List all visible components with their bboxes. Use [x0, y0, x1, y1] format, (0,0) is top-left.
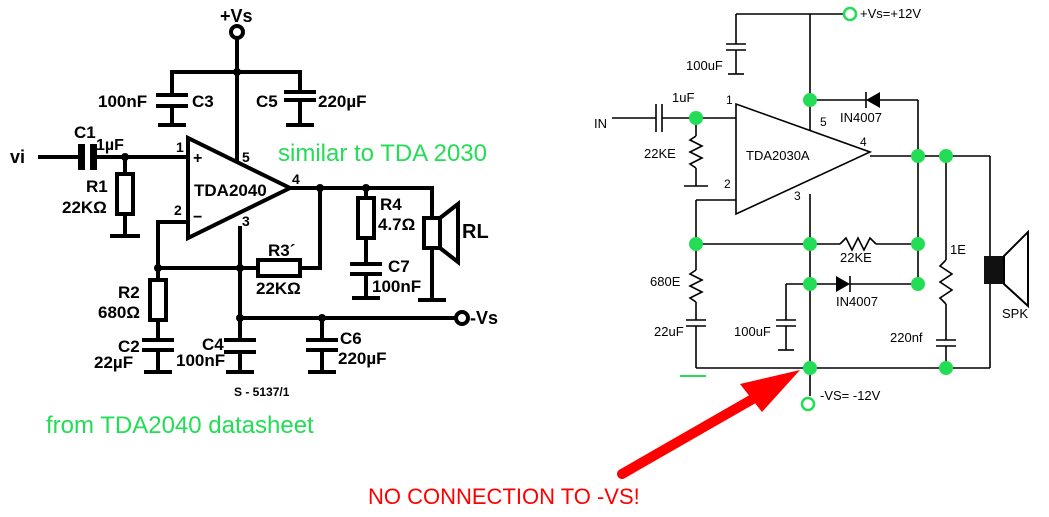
label-left-c5-val: 220µF: [318, 92, 367, 111]
label-right-d2: IN4007: [836, 294, 878, 309]
label-right-in: IN: [594, 116, 607, 131]
label-left-c7-val: 100nF: [372, 277, 421, 296]
right-pin-5: 5: [820, 115, 827, 129]
label-right-c-gnd: 22uF: [654, 324, 684, 339]
annotation-from-datasheet: from TDA2040 datasheet: [46, 412, 314, 439]
right-schematic: +Vs=+12V 100uF TDA2030A 1 2 3 4 5 IN 1uF…: [594, 6, 1029, 412]
label-left-c5: C5: [256, 92, 278, 111]
label-left-r4-val: 4.7Ω: [378, 215, 415, 234]
right-pin-4: 4: [860, 135, 867, 149]
label-right-r-gnd: 680E: [650, 274, 681, 289]
right-pin-1: 1: [726, 93, 733, 107]
left-pin-2: 2: [174, 202, 182, 218]
right-vs-minus-terminal: [800, 396, 816, 412]
label-left-r1-val: 22KΩ: [62, 198, 107, 217]
label-left-r2: R2: [118, 283, 140, 302]
label-left-r1: R1: [86, 177, 108, 196]
label-left-c1-val: 1µF: [96, 137, 124, 154]
annotation-similar: similar to TDA 2030: [278, 140, 487, 167]
label-right-c-neg: 100uF: [734, 324, 771, 339]
label-left-r3-val: 22KΩ: [256, 279, 301, 298]
junction-dot: [689, 111, 703, 125]
label-left-c2: C2: [118, 337, 140, 356]
label-left-c4-val: 100nF: [176, 351, 225, 370]
label-left-ic: TDA2040: [194, 181, 267, 200]
junction-dot: [689, 237, 703, 251]
label-right-c-top: 100uF: [686, 58, 723, 73]
right-pin-3: 3: [794, 189, 801, 203]
label-right-c-zobel: 220nf: [890, 330, 923, 345]
label-left-r2-val: 680Ω: [98, 303, 140, 322]
junction-dot: [803, 361, 817, 375]
left-plus-sign: +: [193, 150, 202, 167]
junction-dot: [939, 361, 953, 375]
label-right-r-fb: 22KE: [840, 250, 872, 265]
junction-dot: [911, 277, 925, 291]
label-left-c6-val: 220µF: [338, 349, 387, 368]
left-pin-4: 4: [292, 171, 300, 187]
junction-dot: [803, 277, 817, 291]
label-left-c3-val: 100nF: [98, 92, 147, 111]
label-left-c1: C1: [74, 123, 96, 142]
left-minus-sign: −: [193, 209, 202, 226]
label-left-c2-val: 22µF: [94, 353, 133, 372]
label-right-vs-plus: +Vs=+12V: [860, 6, 921, 21]
right-opamp-tda2030a: [735, 102, 873, 216]
label-right-vs-minus: -VS= -12V: [820, 388, 881, 403]
label-right-d1: IN4007: [840, 110, 882, 125]
label-right-r-zobel: 1E: [950, 242, 966, 257]
left-pin-5: 5: [242, 149, 250, 165]
junction-dot: [803, 237, 817, 251]
warning-arrow: [617, 370, 800, 479]
label-left-r3: R3´: [268, 241, 295, 260]
label-left-vs-plus: +Vs: [220, 6, 253, 26]
junction-dot: [803, 93, 817, 107]
label-left-c7: C7: [388, 257, 410, 276]
right-speaker-body: [984, 256, 1004, 284]
label-left-rl: RL: [462, 221, 489, 243]
annotation-warning: NO CONNECTION TO -VS!: [368, 484, 640, 509]
right-vs-plus-terminal: [842, 6, 858, 22]
label-left-vs-minus: -Vs: [470, 308, 498, 328]
junction-dot: [911, 237, 925, 251]
left-pin-1: 1: [176, 139, 184, 155]
label-right-r-in: 22KE: [644, 146, 676, 161]
label-left-c3: C3: [192, 92, 214, 111]
label-right-spk: SPK: [1002, 306, 1028, 321]
label-left-r4: R4: [380, 195, 402, 214]
label-left-c6: C6: [340, 329, 362, 348]
vs-minus-terminal: [454, 310, 470, 326]
left-schematic: +Vs 100nF C3 C5 220µF TDA2040 + − 1 2 3 …: [10, 6, 498, 399]
left-opamp-tda2040: [186, 134, 295, 242]
label-right-c-in: 1uF: [672, 90, 694, 105]
left-speaker-body: [422, 216, 442, 250]
label-right-ic: TDA2030A: [746, 148, 810, 163]
junction-dot: [911, 149, 925, 163]
label-left-drawing-no: S - 5137/1: [234, 385, 290, 399]
junction-dot: [939, 149, 953, 163]
label-left-vi: vi: [10, 147, 25, 167]
right-pin-2: 2: [724, 177, 731, 191]
label-left-c4: C4: [202, 335, 224, 354]
left-pin-3: 3: [242, 213, 250, 229]
